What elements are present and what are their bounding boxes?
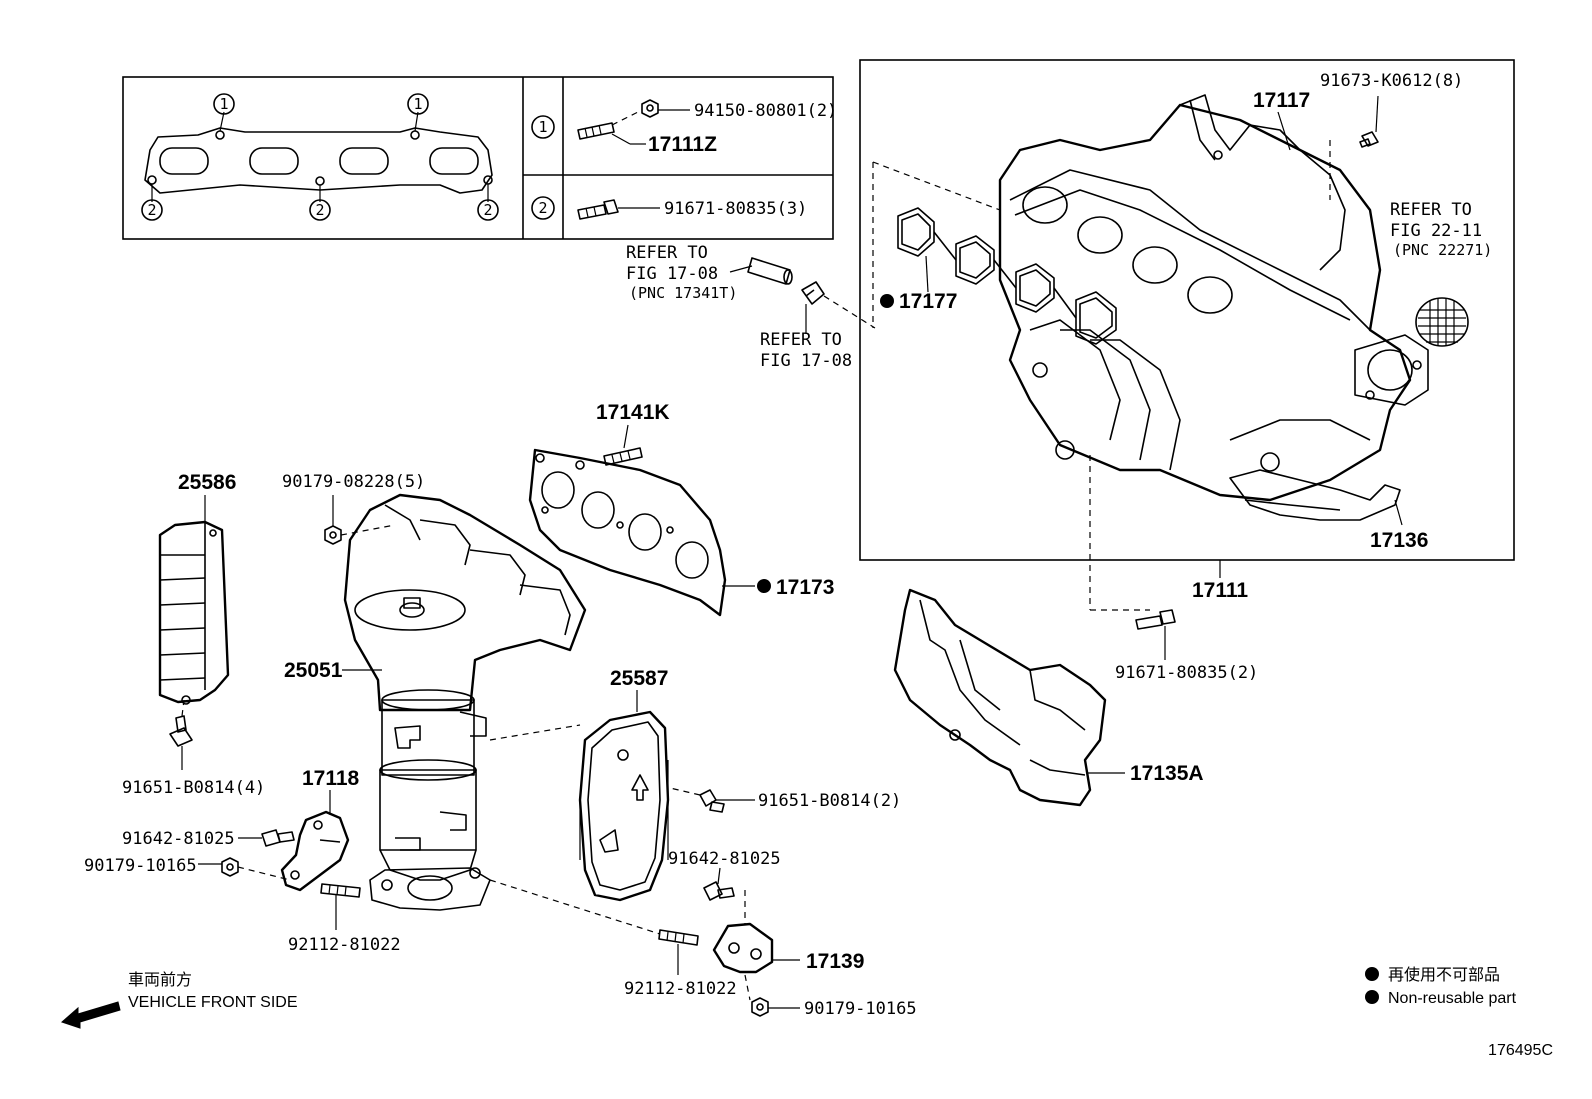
table-row-1-number: 1 <box>531 115 555 139</box>
callout-94150-80801: 94150-80801(2) <box>694 101 837 121</box>
intake-manifold-box <box>859 59 1515 561</box>
stud-17141K-icon <box>603 447 643 466</box>
figure-id: 176495C <box>1488 1042 1553 1059</box>
callout-17177: 17177 <box>880 290 957 313</box>
svg-text:17177: 17177 <box>899 290 957 313</box>
svg-text:(PNC 17341T): (PNC 17341T) <box>629 284 737 302</box>
svg-text:FIG 17-08: FIG 17-08 <box>760 351 852 371</box>
callout-17139: 17139 <box>806 950 864 973</box>
flange-bolt-icon <box>577 199 619 220</box>
heat-insulator-25587 <box>578 710 670 902</box>
callout-25586: 25586 <box>178 471 236 494</box>
callout-90179-08228: 90179-08228(5) <box>282 472 425 492</box>
refer-fig-22-11: REFER TO FIG 22-11 (PNC 22271) <box>1390 200 1492 259</box>
svg-text:(PNC 22271): (PNC 22271) <box>1393 241 1492 259</box>
callout-25587: 25587 <box>610 667 668 690</box>
bracket-17118 <box>280 810 350 892</box>
gasket-mark-1-right: 1 <box>407 93 429 115</box>
callout-25051: 25051 <box>284 659 343 682</box>
nut-90179-10165-left-icon <box>221 857 239 877</box>
svg-text:17173: 17173 <box>776 576 834 599</box>
callout-17111: 17111 <box>1192 579 1248 602</box>
svg-text:2: 2 <box>315 201 324 219</box>
bolt-91642-right-icon <box>703 881 735 901</box>
bracket-17139 <box>712 922 774 974</box>
bolt-91671-icon <box>1135 609 1176 630</box>
bolt-91651-left-icon <box>169 715 193 747</box>
callout-91642-81025-right: 91642-81025 <box>668 849 781 869</box>
callout-17141K: 17141K <box>596 401 670 424</box>
callout-92112-81022-left: 92112-81022 <box>288 935 401 955</box>
svg-text:1: 1 <box>219 95 228 113</box>
svg-text:REFER TO: REFER TO <box>1390 200 1472 220</box>
gasket-mark-1-left: 1 <box>213 93 235 115</box>
svg-text:2: 2 <box>483 201 492 219</box>
intake-gasket-17177 <box>897 207 1117 345</box>
callout-17173: 17173 <box>757 576 834 599</box>
callout-91651-B0814-2: 91651-B0814(2) <box>758 791 901 811</box>
intake-manifold <box>998 103 1429 502</box>
arrow-left-icon <box>61 1001 121 1029</box>
vehicle-front-indicator: 車両前方 VEHICLE FRONT SIDE <box>61 971 298 1029</box>
callout-92112-81022-right: 92112-81022 <box>624 979 737 999</box>
svg-text:2: 2 <box>538 199 547 217</box>
svg-text:1: 1 <box>413 95 422 113</box>
callout-91642-81025-left: 91642-81025 <box>122 829 235 849</box>
gasket-mark-2-left: 2 <box>141 199 163 221</box>
nut-90179-10165-right-icon <box>751 997 769 1017</box>
hardware-table: 1 1 2 2 2 1 <box>122 76 837 240</box>
callout-17135A: 17135A <box>1130 762 1204 785</box>
callout-90179-10165-right: 90179-10165 <box>804 999 917 1019</box>
callout-90179-10165-left: 90179-10165 <box>84 856 197 876</box>
heat-shield-17135A <box>893 588 1107 807</box>
callout-91673-K0612: 91673-K0612(8) <box>1320 71 1463 91</box>
svg-text:REFER TO: REFER TO <box>760 330 842 350</box>
clip-icon <box>801 281 825 305</box>
bolt-91642-left-icon <box>261 829 295 847</box>
nut-90179-08228-icon <box>324 525 342 545</box>
gasket-mark-2-center: 2 <box>309 199 331 221</box>
callout-91671-80835-3: 91671-80835(3) <box>664 199 807 219</box>
bolt-91651-right-icon <box>699 789 725 813</box>
svg-text:1: 1 <box>538 118 547 136</box>
refer-fig-17-08-pnc: REFER TO FIG 17-08 (PNC 17341T) <box>626 243 737 302</box>
svg-text:車両前方: 車両前方 <box>128 971 192 989</box>
legend: 再使用不可部品 Non-reusable part <box>1365 966 1517 1007</box>
svg-text:FIG 22-11: FIG 22-11 <box>1390 221 1482 241</box>
stud-92112-right-icon <box>658 929 699 946</box>
exhaust-manifold-25051 <box>343 493 587 911</box>
svg-text:2: 2 <box>147 201 156 219</box>
svg-text:再使用不可部品: 再使用不可部品 <box>1388 966 1500 984</box>
nut-icon <box>641 99 659 118</box>
svg-text:REFER TO: REFER TO <box>626 243 708 263</box>
callout-91671-80835-2: 91671-80835(2) <box>1115 663 1258 683</box>
callout-91651-B0814-4: 91651-B0814(4) <box>122 778 265 798</box>
exhaust-gasket-17173 <box>528 448 727 617</box>
bracket-17117 <box>1179 94 1346 271</box>
bolt-91673-icon <box>1359 131 1379 148</box>
exhaust-gasket-outline <box>144 111 493 202</box>
heat-insulator-25586 <box>158 520 230 705</box>
callout-17136: 17136 <box>1370 529 1428 552</box>
svg-text:FIG 17-08: FIG 17-08 <box>626 264 718 284</box>
gasket-mark-2-right: 2 <box>477 199 499 221</box>
svg-text:VEHICLE FRONT SIDE: VEHICLE FRONT SIDE <box>128 994 298 1011</box>
table-row-2-number: 2 <box>531 196 555 220</box>
svg-text:Non-reusable part: Non-reusable part <box>1388 990 1517 1007</box>
callout-17117: 17117 <box>1253 89 1310 112</box>
stud-92112-left-icon <box>320 883 361 898</box>
callout-17111Z: 17111Z <box>648 133 717 156</box>
refer-fig-17-08: REFER TO FIG 17-08 <box>760 330 852 371</box>
callout-17118: 17118 <box>302 767 360 790</box>
mesh-screen-icon <box>1415 297 1469 347</box>
dashed-leader <box>872 161 1001 211</box>
hose-icon <box>747 257 793 285</box>
heat-shield-17136 <box>1229 469 1401 521</box>
stud-bolt-icon <box>577 122 615 140</box>
